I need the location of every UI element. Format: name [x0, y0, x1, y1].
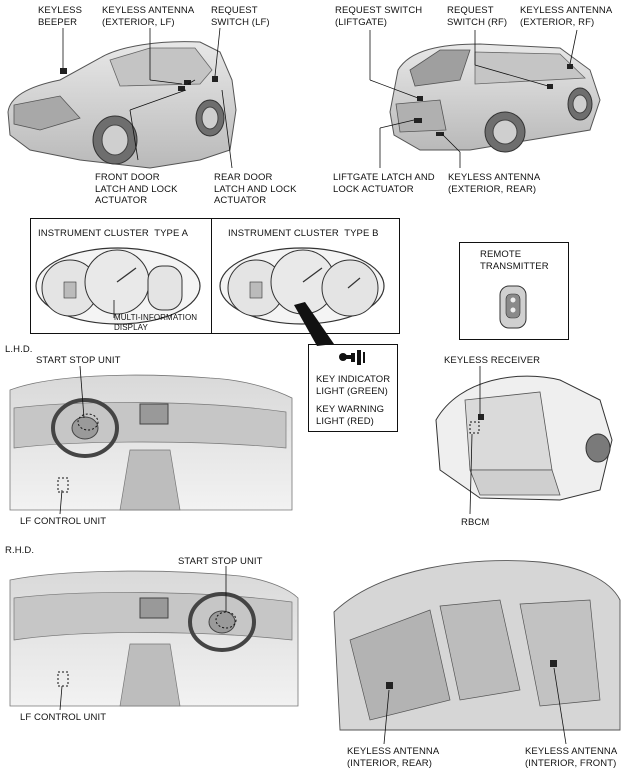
leader-lines-rhd	[59, 566, 227, 711]
label-keyless-antenna-interior-rear: KEYLESS ANTENNA (INTERIOR, REAR)	[347, 746, 440, 769]
dashboard-rhd-art	[9, 570, 299, 707]
cluster-b-art	[219, 247, 385, 346]
remote-transmitter-frame	[459, 242, 569, 340]
label-start-stop-unit-lhd: START STOP UNIT	[36, 355, 121, 366]
label-request-switch-liftgate: REQUEST SWITCH (LIFTGATE)	[335, 5, 423, 28]
leader-lines-cargo	[469, 366, 481, 515]
dashboard-lhd-art	[9, 374, 293, 511]
key-fob-art	[499, 285, 527, 329]
label-lf-control-unit-lhd: LF CONTROL UNIT	[20, 516, 107, 527]
instrument-cluster-divider	[211, 218, 212, 334]
label-key-indicator-light: KEY INDICATOR LIGHT (GREEN)	[316, 374, 391, 397]
label-rbcm: RBCM	[461, 517, 490, 528]
label-keyless-antenna-exterior-rear: KEYLESS ANTENNA (EXTERIOR, REAR)	[448, 172, 541, 195]
key-lights-frame	[308, 344, 398, 432]
label-multi-information-display: MULTI-INFORMATION DISPLAY	[114, 313, 198, 332]
interior-cabin-art	[333, 560, 621, 731]
label-request-switch-rf: REQUEST SWITCH (RF)	[447, 5, 508, 28]
car-front-view	[7, 41, 237, 169]
label-rear-door-latch: REAR DOOR LATCH AND LOCK ACTUATOR	[214, 172, 297, 206]
leader-lines-lhd	[59, 365, 85, 515]
label-lhd: L.H.D.	[5, 344, 33, 355]
label-request-switch-lf: REQUEST SWITCH (LF)	[211, 5, 270, 28]
label-remote-transmitter: REMOTE TRANSMITTER	[480, 249, 549, 272]
label-rhd: R.H.D.	[5, 545, 35, 556]
cargo-area-art	[435, 375, 613, 501]
label-keyless-antenna-exterior-lf: KEYLESS ANTENNA (EXTERIOR, LF)	[102, 5, 195, 28]
leader-lines-interior	[383, 667, 567, 745]
label-keyless-antenna-exterior-rf: KEYLESS ANTENNA (EXTERIOR, RF)	[520, 5, 613, 28]
label-cluster-type-b: INSTRUMENT CLUSTER TYPE B	[228, 228, 379, 239]
leader-lines-top	[62, 27, 578, 169]
label-keyless-antenna-interior-front: KEYLESS ANTENNA (INTERIOR, FRONT)	[525, 746, 618, 769]
cluster-a-art	[35, 247, 201, 325]
label-lf-control-unit-rhd: LF CONTROL UNIT	[20, 712, 107, 723]
label-key-warning-light: KEY WARNING LIGHT (RED)	[316, 404, 385, 427]
key-indicator-icon	[339, 350, 365, 365]
label-keyless-receiver: KEYLESS RECEIVER	[444, 355, 541, 366]
label-keyless-beeper: KEYLESS BEEPER	[38, 5, 83, 28]
label-start-stop-unit-rhd: START STOP UNIT	[178, 556, 263, 567]
label-cluster-type-a: INSTRUMENT CLUSTER TYPE A	[38, 228, 189, 239]
label-liftgate-latch: LIFTGATE LATCH AND LOCK ACTUATOR	[333, 172, 435, 195]
label-front-door-latch: FRONT DOOR LATCH AND LOCK ACTUATOR	[95, 172, 178, 206]
car-rear-view	[389, 43, 601, 153]
instrument-cluster-frame	[30, 218, 400, 334]
